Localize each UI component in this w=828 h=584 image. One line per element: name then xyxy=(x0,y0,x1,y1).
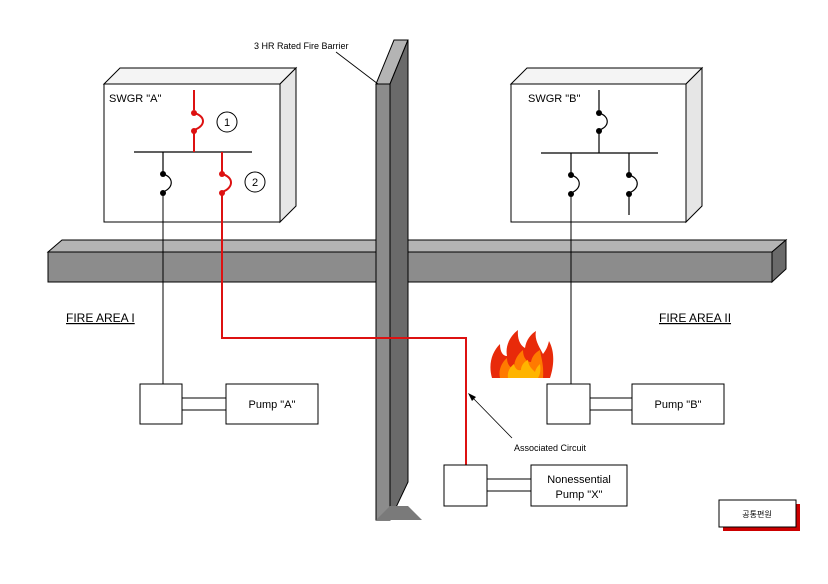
breaker-1-label-circle xyxy=(216,111,238,133)
pump-b-controller xyxy=(546,383,591,425)
pump-a-box xyxy=(225,383,319,425)
pump-a-controller xyxy=(139,383,183,425)
breaker-b-incoming-icon xyxy=(596,90,608,153)
breaker-1-icon xyxy=(191,90,204,152)
swgr-b-internals xyxy=(541,90,658,215)
pump-x-label-line2: Pump "X" xyxy=(556,489,603,501)
pump-b-label: Pump "B" xyxy=(655,399,702,411)
swgr-b-label: SWGR "B" xyxy=(528,93,581,105)
pump-b: Pump "B" xyxy=(546,383,725,425)
swgr-a-internals: 1 2 xyxy=(134,90,266,196)
breaker-b-spare-icon xyxy=(626,153,638,215)
watermark-text: 공통편원 xyxy=(742,509,771,519)
watermark-stamp: 공통편원 xyxy=(718,499,800,531)
flame-icon xyxy=(490,330,554,378)
fire-area-2-label: FIRE AREA II xyxy=(659,311,731,325)
fire-area-1-label: FIRE AREA I xyxy=(66,311,135,325)
swgr-b-cabinet xyxy=(509,66,704,224)
pump-x-box xyxy=(530,464,628,507)
breaker-2-number: 2 xyxy=(252,177,258,189)
horizontal-fire-barrier xyxy=(46,238,788,284)
pump-x-label-line1: Nonessential xyxy=(547,474,611,486)
nonessential-pump-x: Nonessential Pump "X" xyxy=(443,464,628,507)
breaker-2-label-circle xyxy=(244,171,266,193)
breaker-1-number: 1 xyxy=(224,117,230,129)
associated-circuit-label: Associated Circuit xyxy=(514,443,587,453)
fire-barrier-pointer xyxy=(335,51,379,85)
pump-b-box xyxy=(631,383,725,425)
swgr-a-cabinet xyxy=(102,66,298,224)
swgr-a-label: SWGR "A" xyxy=(109,93,162,105)
pump-a-label: Pump "A" xyxy=(249,399,296,411)
pump-a: Pump "A" xyxy=(139,383,319,425)
pump-x-controller xyxy=(443,464,488,507)
fire-barrier-label: 3 HR Rated Fire Barrier xyxy=(254,41,349,51)
breaker-2-icon xyxy=(219,152,232,196)
associated-circuit-cable xyxy=(221,193,467,465)
breaker-pump-a-icon xyxy=(160,152,172,196)
vertical-fire-barrier xyxy=(375,39,422,521)
associated-circuit-arrow xyxy=(468,393,513,439)
